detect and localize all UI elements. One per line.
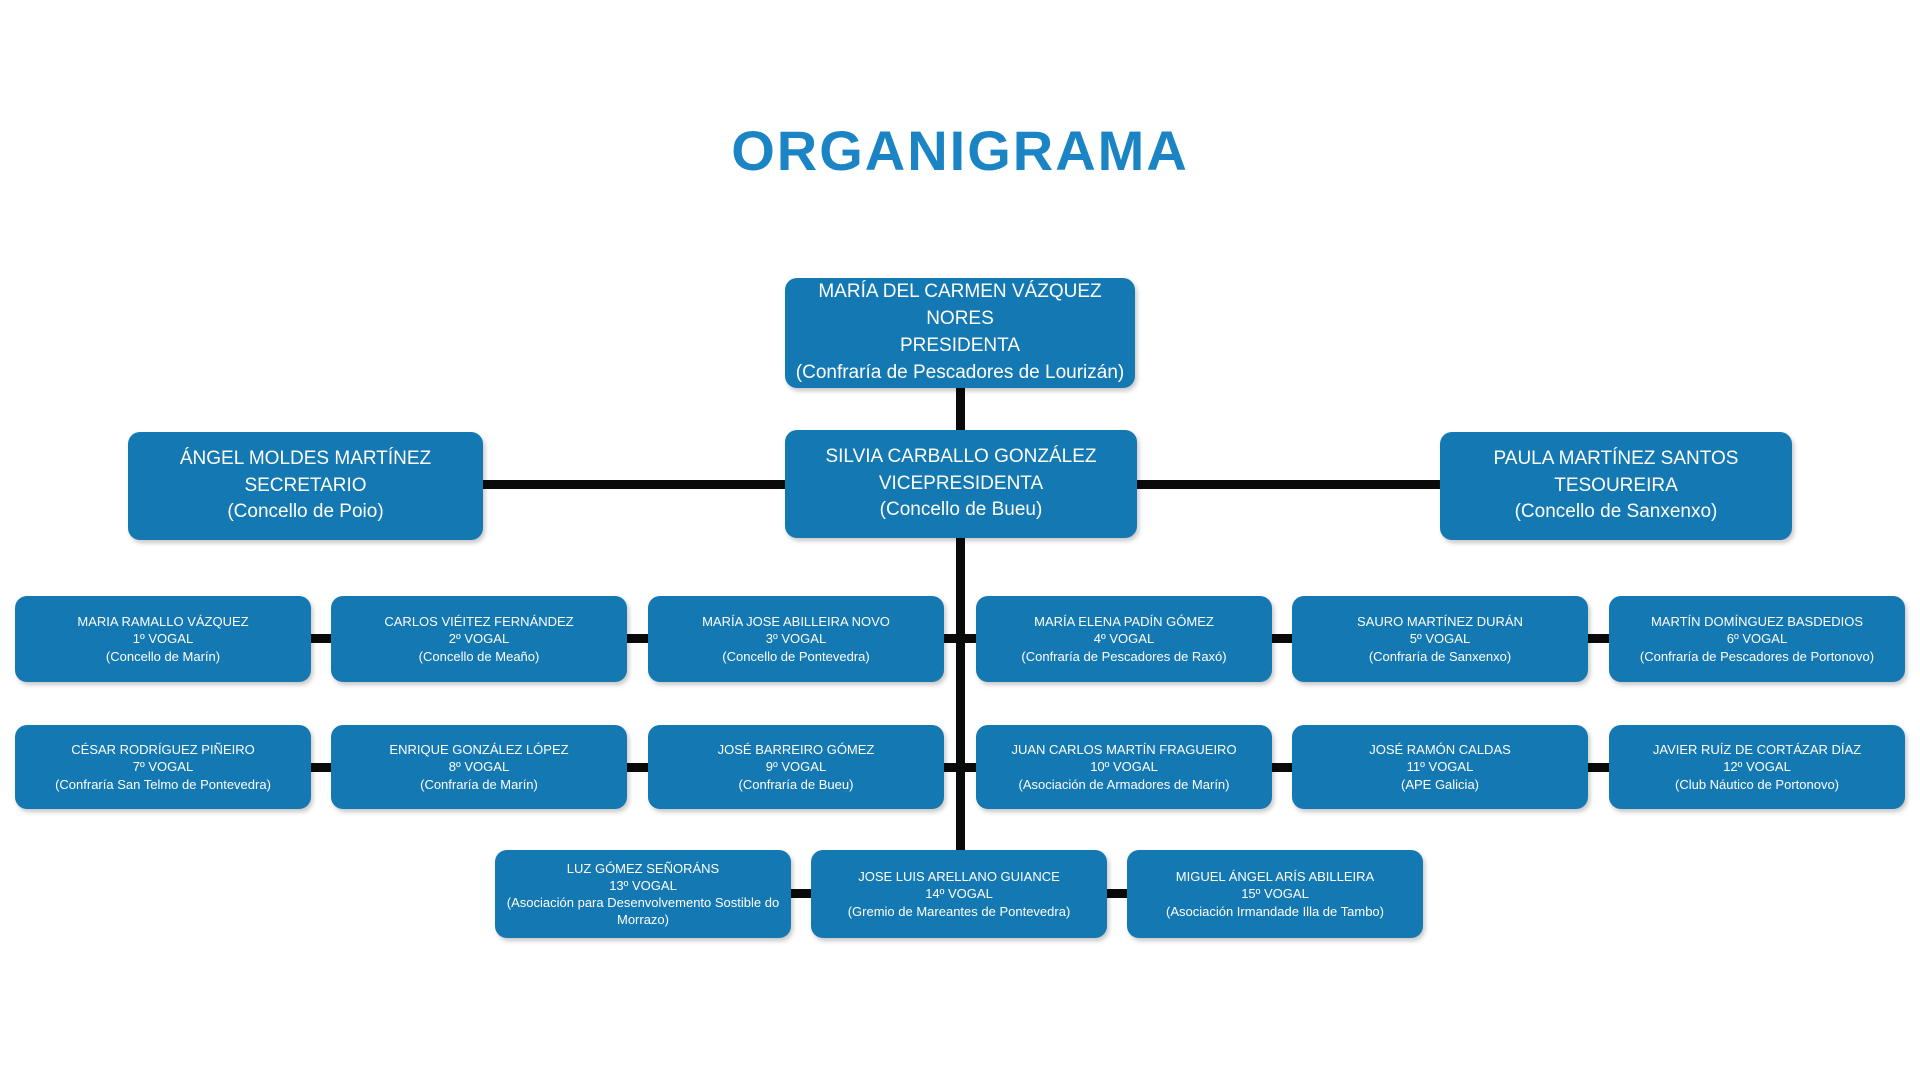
member-role: VICEPRESIDENTA [878, 472, 1044, 494]
member-name: MARÍA ELENA PADÍN GÓMEZ [1034, 614, 1214, 630]
org-node-vogal-3: MARÍA JOSE ABILLEIRA NOVO 3º VOGAL (Conc… [648, 596, 944, 682]
member-name: SAURO MARTÍNEZ DURÁN [1357, 614, 1523, 630]
member-role: 8º VOGAL [448, 759, 510, 775]
member-role: 14º VOGAL [925, 886, 993, 902]
member-role: 13º VOGAL [609, 877, 677, 893]
member-role: 6º VOGAL [1726, 631, 1788, 647]
member-org: (Gremio de Mareantes de Pontevedra) [847, 903, 1071, 919]
member-name: MARÍA DEL CARMEN VÁZQUEZ NORES [818, 281, 1102, 330]
member-role: 9º VOGAL [765, 759, 827, 775]
member-name: MARIA RAMALLO VÁZQUEZ [77, 614, 249, 630]
member-name: JOSE LUIS ARELLANO GUIANCE [858, 869, 1060, 885]
org-node-vogal-14: JOSE LUIS ARELLANO GUIANCE 14º VOGAL (Gr… [811, 850, 1107, 938]
org-node-vogal-4: MARÍA ELENA PADÍN GÓMEZ 4º VOGAL (Confra… [976, 596, 1272, 682]
member-org: (Confraría de Sanxenxo) [1368, 648, 1512, 664]
org-node-vogal-2: CARLOS VIÉITEZ FERNÁNDEZ 2º VOGAL (Conce… [331, 596, 627, 682]
member-org: (Confraría de Marín) [420, 776, 538, 792]
member-name: SILVIA CARBALLO GONZÁLEZ [825, 445, 1097, 467]
member-org: (Confraría de Pescadores de Lourizán) [795, 361, 1125, 383]
member-role: 11º VOGAL [1406, 759, 1474, 775]
org-node-presidenta: MARÍA DEL CARMEN VÁZQUEZ NORES PRESIDENT… [785, 278, 1135, 388]
member-org: (Concello de Pontevedra) [722, 648, 870, 664]
member-role: SECRETARIO [244, 474, 367, 496]
org-node-vogal-5: SAURO MARTÍNEZ DURÁN 5º VOGAL (Confraría… [1292, 596, 1588, 682]
member-org: (Concello de Sanxenxo) [1514, 501, 1718, 523]
member-name: LUZ GÓMEZ SEÑORÁNS [566, 860, 720, 876]
member-name: ENRIQUE GONZÁLEZ LÓPEZ [389, 742, 569, 758]
member-role: 2º VOGAL [448, 631, 510, 647]
member-org: (Concello de Poio) [227, 501, 384, 523]
member-name: PAULA MARTÍNEZ SANTOS [1493, 447, 1739, 469]
org-node-vogal-7: CÉSAR RODRÍGUEZ PIÑEIRO 7º VOGAL (Confra… [15, 725, 311, 809]
member-role: 1º VOGAL [132, 631, 194, 647]
member-name: ÁNGEL MOLDES MARTÍNEZ [179, 447, 432, 469]
connector-row-vogais-7-12 [163, 763, 1757, 772]
member-name: JOSÉ RAMÓN CALDAS [1369, 742, 1511, 758]
connector-row-vogais-1-6 [163, 634, 1757, 643]
connector-trunk-top [956, 386, 965, 434]
member-role: 4º VOGAL [1093, 631, 1155, 647]
org-node-vogal-6: MARTÍN DOMÍNGUEZ BASDEDIOS 6º VOGAL (Con… [1609, 596, 1905, 682]
member-org: (Confraría San Telmo de Pontevedra) [55, 776, 271, 792]
member-name: JOSÉ BARREIRO GÓMEZ [717, 742, 875, 758]
member-org: (Asociación para Desenvolvemento Sostibl… [506, 895, 780, 928]
member-role: TESOUREIRA [1554, 474, 1678, 496]
member-role: 12º VOGAL [1723, 759, 1791, 775]
member-org: (Concello de Marín) [105, 648, 221, 664]
org-node-tesoureira: PAULA MARTÍNEZ SANTOS TESOUREIRA (Concel… [1440, 432, 1792, 540]
page-title: ORGANIGRAMA [731, 119, 1189, 182]
org-node-vogal-13: LUZ GÓMEZ SEÑORÁNS 13º VOGAL (Asociación… [495, 850, 791, 938]
org-node-vogal-9: JOSÉ BARREIRO GÓMEZ 9º VOGAL (Confraría … [648, 725, 944, 809]
member-name: MARÍA JOSE ABILLEIRA NOVO [702, 614, 890, 630]
member-name: CÉSAR RODRÍGUEZ PIÑEIRO [71, 742, 255, 758]
member-org: (Confraría de Pescadores de Raxó) [1021, 648, 1227, 664]
org-node-vogal-10: JUAN CARLOS MARTÍN FRAGUEIRO 10º VOGAL (… [976, 725, 1272, 809]
member-org: (APE Galicia) [1400, 776, 1480, 792]
member-name: JAVIER RUÍZ DE CORTÁZAR DÍAZ [1652, 742, 1862, 758]
member-name: MIGUEL ÁNGEL ARÍS ABILLEIRA [1175, 869, 1375, 885]
member-name: JUAN CARLOS MARTÍN FRAGUEIRO [1011, 742, 1237, 758]
org-node-vogal-8: ENRIQUE GONZÁLEZ LÓPEZ 8º VOGAL (Confrar… [331, 725, 627, 809]
member-role: 5º VOGAL [1409, 631, 1471, 647]
member-org: (Confraría de Bueu) [738, 776, 854, 792]
org-node-vogal-15: MIGUEL ÁNGEL ARÍS ABILLEIRA 15º VOGAL (A… [1127, 850, 1423, 938]
member-role: 15º VOGAL [1241, 886, 1309, 902]
member-org: (Club Náutico de Portonovo) [1674, 776, 1840, 792]
connector-trunk-main [956, 535, 965, 852]
member-name: MARTÍN DOMÍNGUEZ BASDEDIOS [1650, 614, 1864, 630]
member-org: (Confraría de Pescadores de Portonovo) [1639, 648, 1875, 664]
org-node-secretario: ÁNGEL MOLDES MARTÍNEZ SECRETARIO (Concel… [128, 432, 483, 540]
org-node-vogal-11: JOSÉ RAMÓN CALDAS 11º VOGAL (APE Galicia… [1292, 725, 1588, 809]
member-org: (Concello de Bueu) [879, 499, 1043, 521]
member-org: (Asociación Irmandade Illa de Tambo) [1166, 903, 1384, 919]
org-node-vogal-12: JAVIER RUÍZ DE CORTÁZAR DÍAZ 12º VOGAL (… [1609, 725, 1905, 809]
member-role: 10º VOGAL [1090, 759, 1158, 775]
org-node-vogal-1: MARIA RAMALLO VÁZQUEZ 1º VOGAL (Concello… [15, 596, 311, 682]
member-name: CARLOS VIÉITEZ FERNÁNDEZ [384, 614, 574, 630]
member-role: 3º VOGAL [765, 631, 827, 647]
member-org: (Asociación de Armadores de Marín) [1018, 776, 1230, 792]
member-role: PRESIDENTA [899, 335, 1020, 356]
org-node-vicepresidenta: SILVIA CARBALLO GONZÁLEZ VICEPRESIDENTA … [785, 430, 1137, 538]
member-role: 7º VOGAL [132, 759, 194, 775]
member-org: (Concello de Meaño) [418, 648, 540, 664]
